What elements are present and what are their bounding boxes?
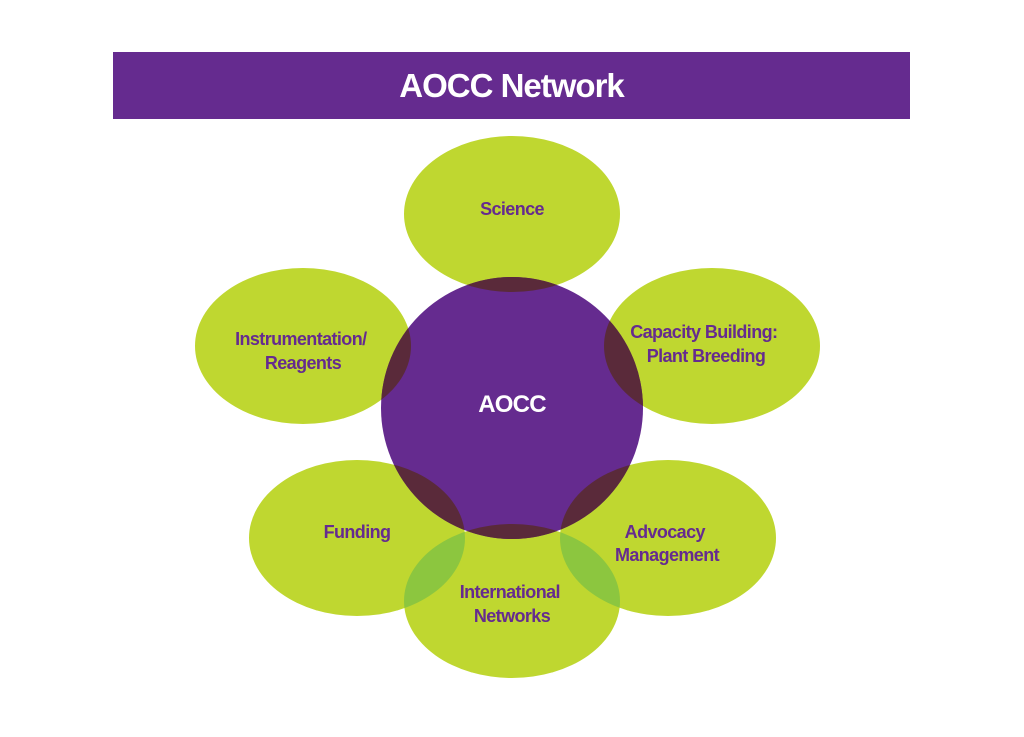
overlap-funding-international <box>404 524 465 616</box>
label-international-networks-line-2: Networks <box>474 606 551 626</box>
label-advocacy-management-line-1: Advocacy <box>625 522 706 542</box>
petal-capacity-building <box>604 268 820 424</box>
label-science-line-1: Science <box>480 199 544 219</box>
label-funding: Funding <box>324 522 391 542</box>
label-funding-line-1: Funding <box>324 522 391 542</box>
label-capacity-building: Capacity Building: Plant Breeding <box>630 322 782 366</box>
label-instrumentation-reagents: Instrumentation/ Reagents <box>235 329 371 373</box>
page-title: AOCC Network <box>399 66 625 104</box>
label-international-networks-line-1: International <box>460 582 560 602</box>
center-label: AOCC <box>478 391 546 418</box>
petal-science <box>404 136 620 292</box>
label-advocacy-management-line-2: Management <box>615 545 720 565</box>
label-international-networks: International Networks <box>460 582 565 626</box>
overlap-advocacy-international <box>560 524 620 616</box>
title-banner: AOCC Network <box>113 52 910 119</box>
label-instrumentation-reagents-line-1: Instrumentation/ <box>235 329 367 349</box>
label-instrumentation-reagents-line-2: Reagents <box>265 353 342 373</box>
label-advocacy-management: Advocacy Management <box>615 522 720 565</box>
label-science: Science <box>480 199 544 219</box>
label-capacity-building-line-1: Capacity Building: <box>630 322 777 342</box>
center-hub <box>381 277 643 539</box>
petal-instrumentation-reagents <box>195 268 411 424</box>
label-capacity-building-line-2: Plant Breeding <box>647 346 766 366</box>
